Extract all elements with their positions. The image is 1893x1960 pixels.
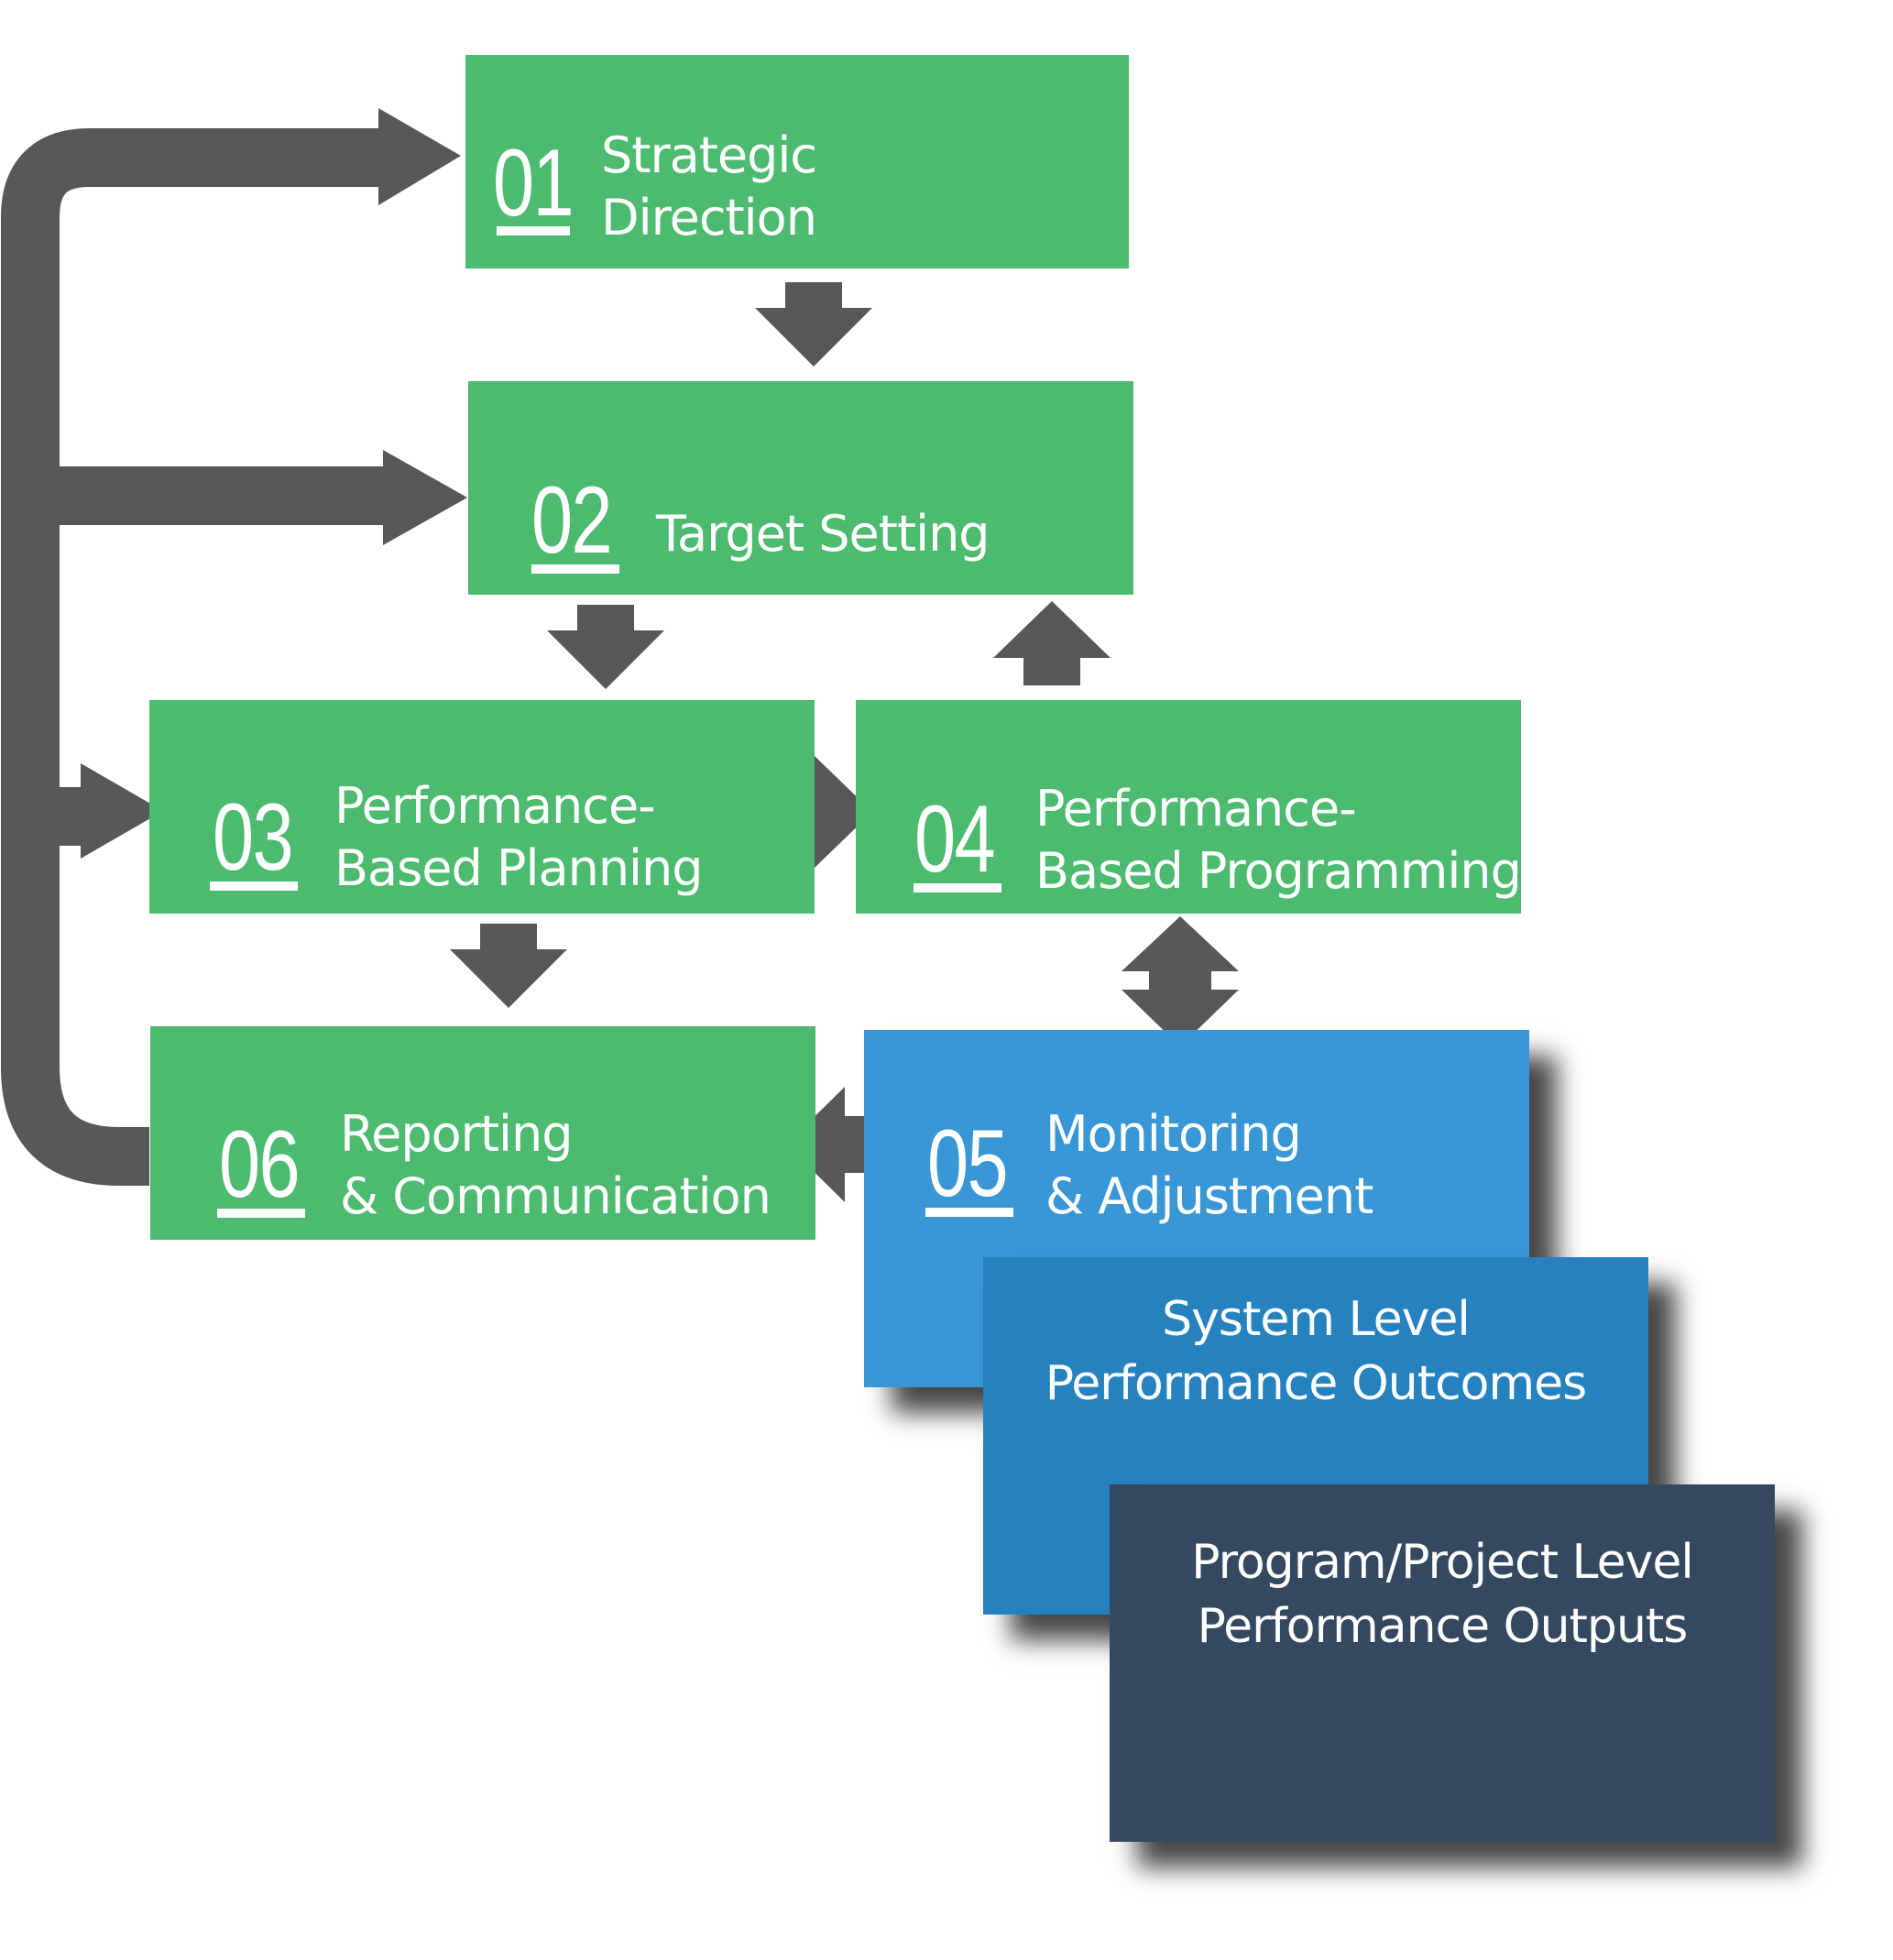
step-number-underline — [914, 883, 1001, 892]
step-number: 02 — [531, 467, 613, 574]
step-number-underline — [531, 564, 619, 574]
step-number-underline — [497, 226, 570, 235]
step-06-reporting-communication: 06 Reporting & Communication — [150, 1026, 815, 1240]
system-level-subtitle: Performance Outcomes — [1045, 1356, 1587, 1411]
step-number: 06 — [219, 1111, 301, 1218]
step-label: Reporting & Communication — [340, 1105, 771, 1225]
step-label: Strategic Direction — [601, 126, 817, 246]
step-label: Target Setting — [656, 505, 990, 563]
step-number: 01 — [493, 130, 574, 236]
step-number-underline — [217, 1209, 305, 1218]
feedback-loop-connector — [1, 128, 385, 1186]
arrow-head-to-03 — [81, 763, 163, 859]
feedback-branch-to-02 — [46, 466, 389, 525]
step-number-underline — [925, 1208, 1013, 1217]
arrow-03-to-06 — [450, 924, 567, 1008]
system-level-title: System Level — [1162, 1292, 1471, 1347]
step-02-target-setting: 02 Target Setting — [468, 381, 1133, 595]
step-number: 05 — [927, 1111, 1009, 1217]
arrow-05-to-06 — [786, 1087, 872, 1202]
step-label: Performance- Based Programming — [1035, 780, 1522, 900]
step-number: 03 — [213, 784, 294, 891]
arrow-04-05-bidirectional — [1122, 916, 1239, 1046]
step-03-performance-based-planning: 03 Performance- Based Planning — [149, 700, 815, 914]
program-project-level-card: Program/Project Level Performance Output… — [1110, 1484, 1775, 1842]
arrow-04-to-02 — [993, 601, 1111, 685]
arrow-head-to-01 — [378, 108, 461, 205]
step-label: Performance- Based Planning — [334, 777, 704, 897]
step-number: 04 — [914, 786, 996, 892]
arrow-03-to-04 — [786, 755, 872, 869]
arrow-01-to-02 — [755, 282, 872, 367]
arrow-head-to-02 — [383, 450, 467, 545]
step-04-performance-based-programming: 04 Performance- Based Programming — [856, 700, 1522, 914]
feedback-branch-to-03 — [46, 787, 87, 846]
step-number-underline — [210, 881, 298, 891]
program-level-title: Program/Project Level — [1191, 1535, 1694, 1590]
program-level-subtitle: Performance Outputs — [1197, 1599, 1689, 1654]
step-label: Monitoring & Adjustment — [1045, 1105, 1373, 1225]
arrow-02-to-03 — [547, 605, 664, 689]
step-01-strategic-direction: 01 Strategic Direction — [465, 55, 1129, 268]
